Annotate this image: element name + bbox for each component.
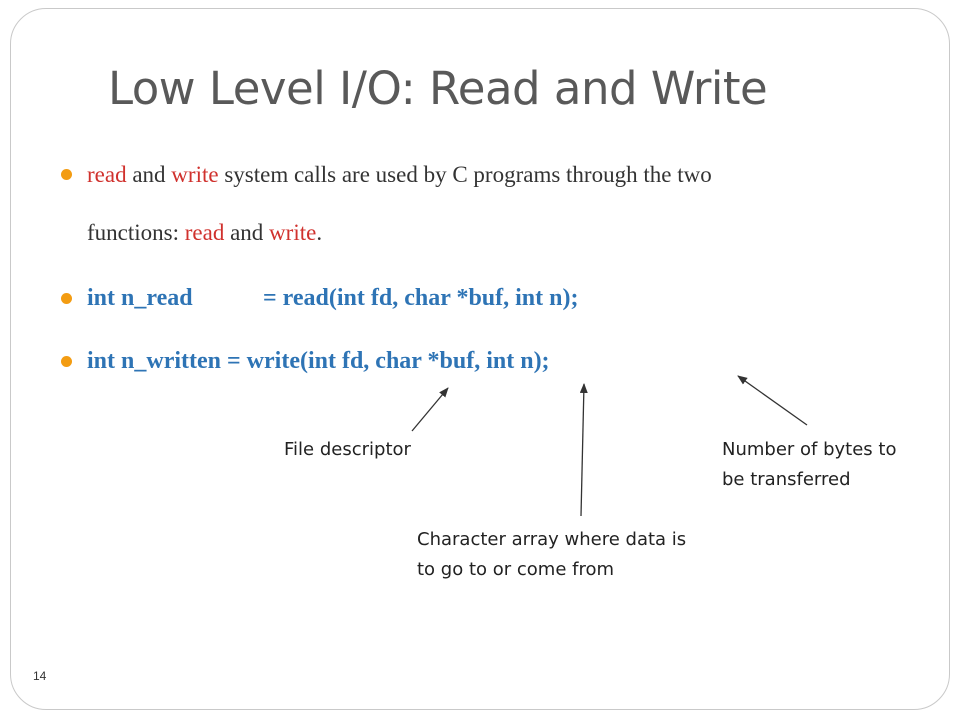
bullet-1-line-1: read and write system calls are used by … <box>87 162 712 188</box>
arrow-file-descriptor <box>411 387 449 432</box>
bullet-1-text-b: system calls are used by C programs thro… <box>218 162 712 187</box>
keyword-write-2: write <box>269 220 317 245</box>
bullet-1-text-c: functions: <box>87 220 185 245</box>
keyword-read-2: read <box>184 220 225 245</box>
label-char-array-line-1: Character array where data is <box>417 529 687 550</box>
slide-frame <box>10 8 950 710</box>
arrow-char-array <box>579 383 588 517</box>
bullet-1-text-a: and <box>126 162 172 187</box>
bullet-1-text-e: . <box>316 220 323 245</box>
bullet-2-marker <box>61 293 72 304</box>
page-number: 14 <box>33 669 47 683</box>
arrow-num-bytes <box>737 375 808 426</box>
label-file-descriptor: File descriptor <box>284 439 411 460</box>
keyword-write: write <box>171 162 219 187</box>
label-char-array-line-2: to go to or come from <box>417 559 615 580</box>
code-read-left: int n_read <box>87 285 193 311</box>
bullet-1-text-d: and <box>224 220 270 245</box>
code-write: int n_written = write(int fd, char *buf,… <box>87 348 550 374</box>
slide-title: Low Level I/O: Read and Write <box>108 62 768 115</box>
bullet-1-line-2: functions: read and write. <box>87 220 322 246</box>
code-read-right: = read(int fd, char *buf, int n); <box>263 285 579 311</box>
label-bytes-line-1: Number of bytes to <box>722 439 897 460</box>
bullet-3-marker <box>61 356 72 367</box>
keyword-read: read <box>87 162 127 187</box>
label-bytes-line-2: be transferred <box>722 469 851 490</box>
bullet-1-marker <box>61 169 72 180</box>
